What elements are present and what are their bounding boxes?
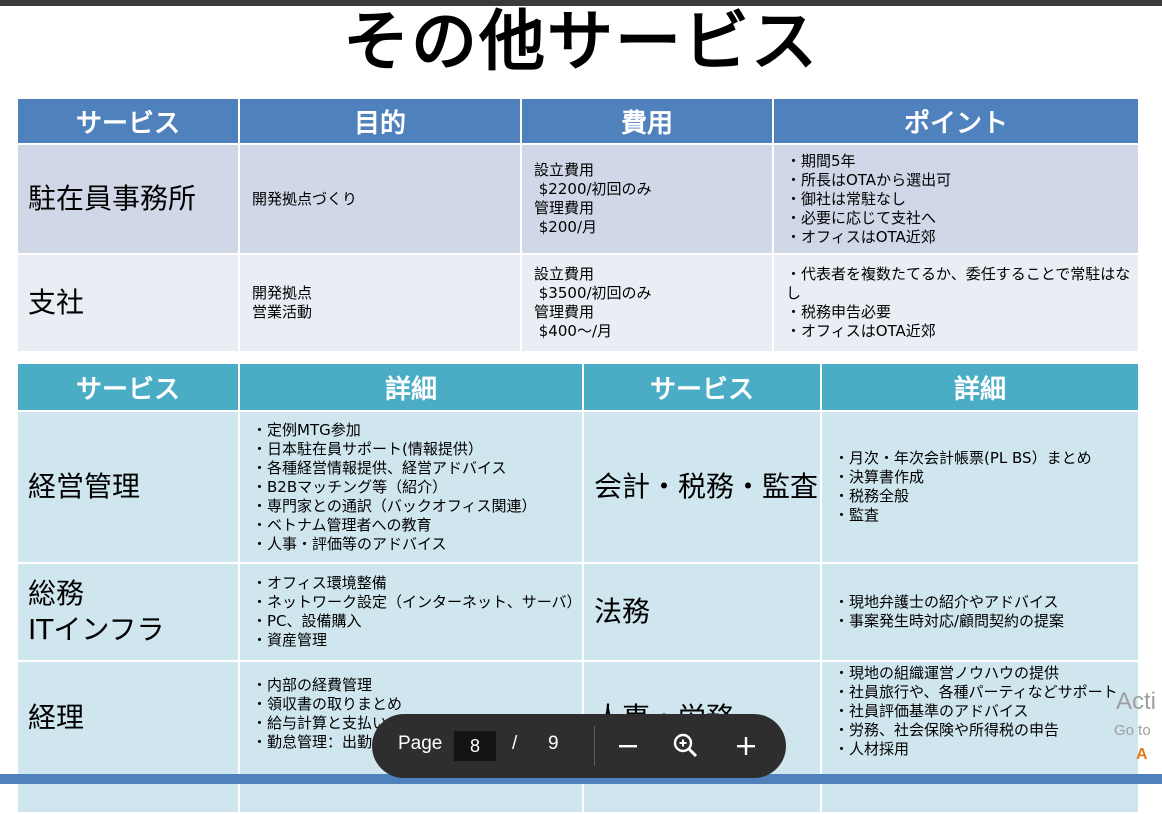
activation-watermark-subtitle: Go to xyxy=(1114,722,1151,739)
service-name: 駐在員事務所 xyxy=(16,143,240,255)
slide-bottom-strip xyxy=(0,774,1162,784)
toolbar-divider xyxy=(594,726,595,766)
table-row: 経営管理 ・定例MTG参加 ・日本駐在員サポート(情報提供） ・各種経営情報提供… xyxy=(16,410,1140,564)
service-name: 経営管理 xyxy=(16,410,240,564)
zoom-fit-icon xyxy=(673,733,698,758)
activation-watermark-link[interactable]: A xyxy=(1136,746,1148,763)
details-cell: ・現地の組織運営ノウハウの提供 ・社員旅行や、各種パーティなどサポート ・社員評… xyxy=(820,660,1140,814)
cost-cell: 設立費用 $3500/初回のみ 管理費用 $400～/月 xyxy=(520,253,774,353)
table1-header-points: ポイント xyxy=(772,97,1140,145)
service-name: 総務 ITインフラ xyxy=(16,562,240,662)
service-name: 会計・税務・監査 xyxy=(582,410,822,564)
points-cell: ・期間5年 ・所長はOTAから選出可 ・御社は常駐なし ・必要に応じて支社へ ・… xyxy=(772,143,1140,255)
overview-table: サービス 目的 費用 ポイント 駐在員事務所 開発拠点づくり 設立費用 $220… xyxy=(16,97,1140,353)
table1-header-service: サービス xyxy=(16,97,240,145)
table2-header-service-left: サービス xyxy=(16,362,240,412)
service-name: 支社 xyxy=(16,253,240,353)
current-page-input[interactable]: 8 xyxy=(454,731,496,761)
zoom-out-icon xyxy=(619,745,637,748)
table-row: 支社 開発拠点 営業活動 設立費用 $3500/初回のみ 管理費用 $400～/… xyxy=(16,253,1140,353)
cost-cell: 設立費用 $2200/初回のみ 管理費用 $200/月 xyxy=(520,143,774,255)
slide-title: その他サービス xyxy=(343,3,819,80)
details-cell: ・現地弁護士の紹介やアドバイス ・事案発生時対応/顧問契約の提案 xyxy=(820,562,1140,662)
details-cell: ・オフィス環境整備 ・ネットワーク設定（インターネット、サーバ） ・PC、設備購… xyxy=(238,562,584,662)
zoom-in-button[interactable] xyxy=(730,730,762,762)
table-row: 総務 ITインフラ ・オフィス環境整備 ・ネットワーク設定（インターネット、サー… xyxy=(16,562,1140,662)
purpose-cell: 開発拠点 営業活動 xyxy=(238,253,522,353)
window-top-strip xyxy=(0,0,1162,6)
details-cell: ・月次・年次会計帳票(PL BS）まとめ ・決算書作成 ・税務全般 ・監査 xyxy=(820,410,1140,564)
page-label: Page xyxy=(398,733,443,754)
zoom-in-icon xyxy=(737,737,755,755)
table2-header-details-left: 詳細 xyxy=(238,362,584,412)
service-name: 法務 xyxy=(582,562,822,662)
points-cell: ・代表者を複数たてるか、委任することで常駐はな し ・税務申告必要 ・オフィスは… xyxy=(772,253,1140,353)
table2-header-details-right: 詳細 xyxy=(820,362,1140,412)
table2-header-service-right: サービス xyxy=(582,362,822,412)
service-name: 経理 xyxy=(16,660,240,814)
table-row: 駐在員事務所 開発拠点づくり 設立費用 $2200/初回のみ 管理費用 $200… xyxy=(16,143,1140,255)
page-separator: / xyxy=(512,733,518,754)
page-toolbar: Page 8 / 9 xyxy=(372,714,786,778)
table1-header-cost: 費用 xyxy=(520,97,774,145)
zoom-out-button[interactable] xyxy=(612,730,644,762)
zoom-fit-button[interactable] xyxy=(670,730,702,762)
table1-header-purpose: 目的 xyxy=(238,97,522,145)
activation-watermark-title: Acti xyxy=(1116,688,1157,715)
purpose-cell: 開発拠点づくり xyxy=(238,143,522,255)
details-cell: ・定例MTG参加 ・日本駐在員サポート(情報提供） ・各種経営情報提供、経営アド… xyxy=(238,410,584,564)
total-pages: 9 xyxy=(548,733,559,754)
